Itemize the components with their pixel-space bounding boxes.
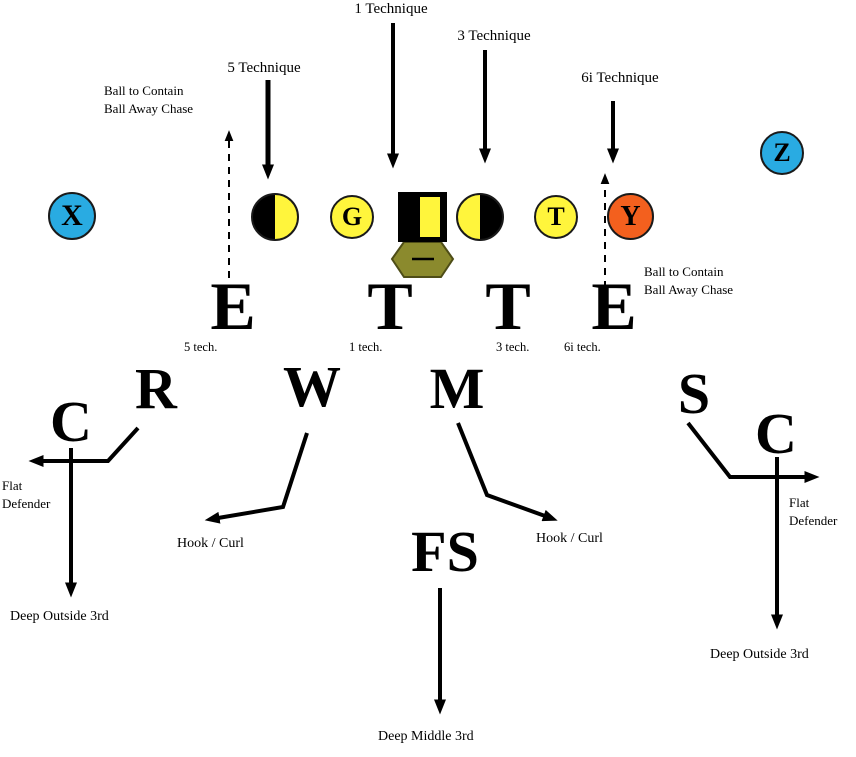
offense-tackle: T bbox=[534, 195, 578, 239]
zone-hook-curl-left: Hook / Curl bbox=[177, 536, 244, 551]
offense-y-tight-end: Y bbox=[607, 193, 654, 240]
dl-end-left: E bbox=[210, 268, 256, 344]
zone-deep-outside-right: Deep Outside 3rd bbox=[710, 647, 809, 662]
corner-left: C bbox=[50, 389, 92, 454]
free-safety: FS bbox=[411, 519, 479, 584]
contain-note-left-line2: Ball Away Chase bbox=[104, 101, 194, 116]
offense-center-marker bbox=[420, 197, 440, 237]
arrow-r-flat bbox=[28, 426, 140, 467]
zone-flat-left-line2: Defender bbox=[2, 496, 51, 511]
offense-guard: G bbox=[330, 195, 374, 239]
offense-tackle-label: T bbox=[547, 202, 565, 231]
lb-rush: R bbox=[135, 356, 177, 421]
zone-hook-curl-right: Hook / Curl bbox=[536, 531, 603, 546]
contain-note-right-line2: Ball Away Chase bbox=[644, 282, 734, 297]
lb-mike: M bbox=[429, 356, 485, 421]
label-5-technique: 5 Technique bbox=[227, 60, 301, 76]
zone-deep-outside-left: Deep Outside 3rd bbox=[10, 609, 109, 624]
offense-y-label: Y bbox=[620, 200, 641, 232]
dl-tackle-left: T bbox=[367, 268, 413, 344]
contain-note-right: Ball to Contain Ball Away Chase bbox=[644, 263, 733, 299]
offense-guard-label: G bbox=[341, 202, 363, 231]
contain-note-left-line1: Ball to Contain bbox=[104, 83, 184, 98]
zone-flat-right-line1: Flat bbox=[789, 495, 810, 510]
lb-will: W bbox=[283, 354, 341, 419]
offense-z-receiver: Z bbox=[760, 131, 804, 175]
zone-flat-left-line1: Flat bbox=[2, 478, 23, 493]
dl-end-left-tech: 5 tech. bbox=[184, 340, 218, 354]
dl-end-right: E bbox=[591, 268, 637, 344]
dl-tackle-right-tech: 3 tech. bbox=[496, 340, 530, 354]
arrow-m-hook-curl bbox=[456, 422, 558, 522]
corner-right: C bbox=[755, 401, 797, 466]
label-1-technique: 1 Technique bbox=[354, 1, 428, 17]
offense-right-guard bbox=[456, 193, 504, 241]
dl-end-right-tech: 6i tech. bbox=[564, 340, 601, 354]
zone-flat-left: Flat Defender bbox=[2, 477, 50, 513]
lb-sam: S bbox=[677, 361, 711, 426]
offense-left-tackle bbox=[251, 193, 299, 241]
contain-note-right-line1: Ball to Contain bbox=[644, 264, 724, 279]
dl-tackle-left-tech: 1 tech. bbox=[349, 340, 383, 354]
zone-flat-right: Flat Defender bbox=[789, 494, 837, 530]
dl-tackle-right: T bbox=[485, 268, 531, 344]
offense-x-receiver: X bbox=[48, 192, 96, 240]
offense-x-label: X bbox=[61, 199, 83, 232]
zone-deep-middle: Deep Middle 3rd bbox=[378, 729, 474, 744]
arrow-w-hook-curl bbox=[204, 432, 309, 524]
arrow-s-flat bbox=[686, 421, 820, 483]
offense-z-label: Z bbox=[773, 138, 791, 167]
qb-hexagon bbox=[390, 241, 455, 278]
offense-center bbox=[398, 192, 447, 242]
zone-flat-right-line2: Defender bbox=[789, 513, 838, 528]
contain-note-left: Ball to Contain Ball Away Chase bbox=[104, 82, 193, 118]
label-6i-technique: 6i Technique bbox=[581, 70, 659, 86]
label-3-technique: 3 Technique bbox=[457, 28, 531, 44]
